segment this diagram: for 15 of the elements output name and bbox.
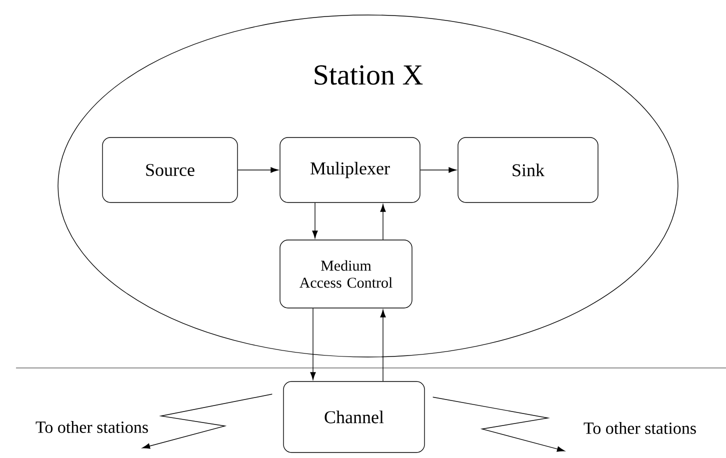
arrow <box>312 202 318 238</box>
edge-label: To other stations <box>36 421 148 433</box>
arrow <box>432 396 565 452</box>
edge-label: To other stations <box>584 422 696 434</box>
arrow <box>238 167 278 173</box>
arrow <box>420 167 456 173</box>
process-box: Channel <box>283 381 425 453</box>
arrow <box>380 204 386 240</box>
arrow <box>380 310 386 382</box>
process-box: Muliplexer <box>280 137 420 203</box>
process-box: Sink <box>458 137 598 203</box>
process-box: Source <box>102 137 238 203</box>
process-box: Medium Access Control <box>280 240 412 308</box>
arrow <box>142 394 272 449</box>
arrow <box>310 308 316 380</box>
